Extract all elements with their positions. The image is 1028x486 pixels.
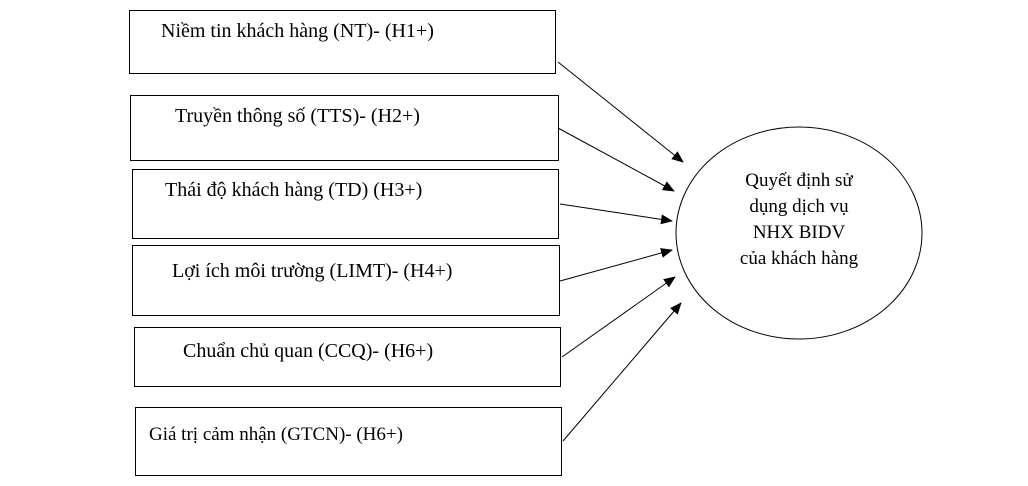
outcome-ellipse	[675, 126, 923, 340]
factor-label-attitude: Thái độ khách hàng (TD) (H3+)	[165, 179, 423, 201]
factor-label-subjective-norm: Chuẩn chủ quan (CCQ)- (H6+)	[183, 340, 434, 362]
outcome-label-line-1: Quyết định sử	[745, 170, 853, 191]
factor-box-perceived-value: Giá trị cảm nhận (GTCN)- (H6+)	[135, 407, 562, 476]
arrow-h3	[559, 203, 673, 225]
arrow-h1	[557, 61, 684, 163]
factor-box-environmental-benefit: Lợi ích môi trường (LIMT)- (H4+)	[132, 245, 560, 316]
factor-box-attitude: Thái độ khách hàng (TD) (H3+)	[132, 169, 559, 239]
factor-label-digital-communication: Truyền thông số (TTS)- (H2+)	[175, 105, 420, 127]
outcome-label: Quyết định sử dụng dịch vụ NHX BIDV của …	[699, 168, 899, 272]
outcome-label-line-4: của khách hàng	[739, 248, 859, 269]
factor-label-perceived-value: Giá trị cảm nhận (GTCN)- (H6+)	[149, 424, 403, 445]
arrow-h4	[559, 248, 673, 282]
factor-box-subjective-norm: Chuẩn chủ quan (CCQ)- (H6+)	[134, 327, 561, 387]
arrow-h6	[562, 302, 682, 442]
factor-label-trust: Niềm tin khách hàng (NT)- (H1+)	[161, 20, 434, 42]
factor-label-environmental-benefit: Lợi ích môi trường (LIMT)- (H4+)	[172, 260, 453, 282]
factor-box-digital-communication: Truyền thông số (TTS)- (H2+)	[130, 95, 559, 161]
arrow-h5	[561, 276, 676, 358]
outcome-label-line-2: dụng dịch vụ	[749, 196, 849, 217]
arrow-h2	[557, 127, 675, 192]
factor-box-trust: Niềm tin khách hàng (NT)- (H1+)	[129, 10, 556, 74]
outcome-label-line-3: NHX BIDV	[752, 222, 846, 243]
